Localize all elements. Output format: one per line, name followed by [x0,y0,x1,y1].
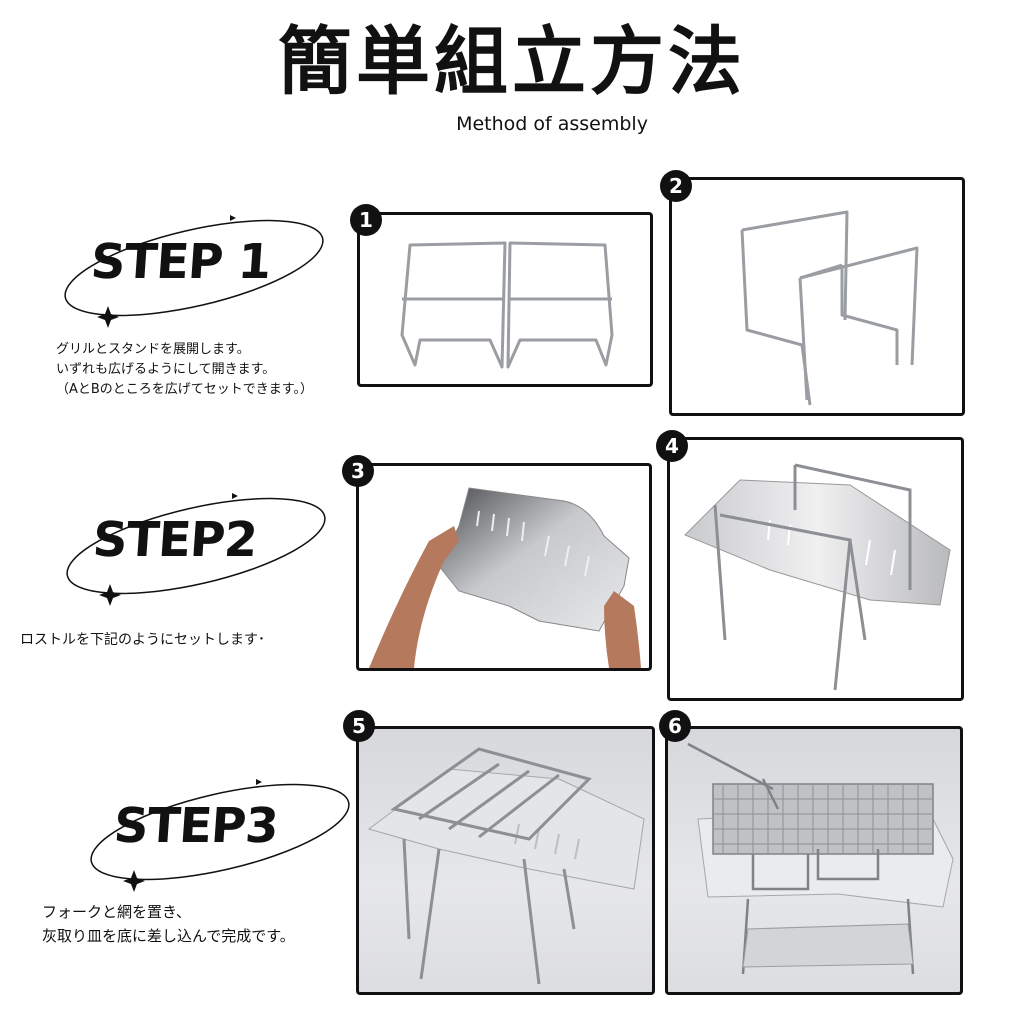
panel-6-completed-grill [665,726,963,995]
step-2-line: ロストルを下記のようにセットします･ [20,632,265,648]
step-3-line: 灰取り皿を底に差し込んで完成です。 [42,927,295,945]
step-number-badge: 3 [342,455,374,487]
panel-2-open-stand [669,177,965,416]
panel-5-fork-placement [356,726,655,995]
step-3-description: フォークと網を置き、 灰取り皿を底に差し込んで完成です。 [42,900,295,948]
step-3-line: フォークと網を置き、 [42,903,191,921]
panel-1-unfolded-frames [357,212,653,387]
step-number-badge: 2 [660,170,692,202]
step-2-label: STEP2 [91,512,259,568]
frame-illustration [400,241,614,369]
step-2-badge: STEP2 [60,490,332,608]
step-1-label: STEP 1 [89,234,273,290]
step-1-line: グリルとスタンドを展開します。 [56,342,250,357]
step-1-badge: STEP 1 [58,212,330,330]
step-2-description: ロストルを下記のようにセットします･ [20,630,265,650]
step-1-line: いずれも広げるようにして開きます。 [56,362,276,377]
step-number-badge: 5 [343,710,375,742]
step-3-label: STEP3 [112,798,280,854]
orbit-ring-icon [64,215,324,328]
page-title: 簡単組立方法 [278,19,746,105]
completed-grill-illustration [687,742,954,975]
stand-illustration [740,210,919,406]
orbit-ring-icon [66,493,326,606]
panel-4-plate-on-stand [667,437,964,701]
page-subtitle: Method of assembly [456,113,648,135]
step-1-line: （AとBのところを広げてセットできます。） [56,382,314,397]
step-number-badge: 4 [656,430,688,462]
step-1-description: グリルとスタンドを展開します。 いずれも広げるようにして開きます。 （AとBのと… [56,340,313,400]
plate-illustration [369,487,641,668]
step-number-badge: 6 [659,710,691,742]
grill-with-fork-illustration [367,747,645,985]
step-number-badge: 1 [350,204,382,236]
step-3-badge: STEP3 [84,776,356,894]
panel-3-grate-plate [356,463,652,671]
stand-with-plate-illustration [684,463,951,691]
orbit-ring-icon [90,779,350,892]
